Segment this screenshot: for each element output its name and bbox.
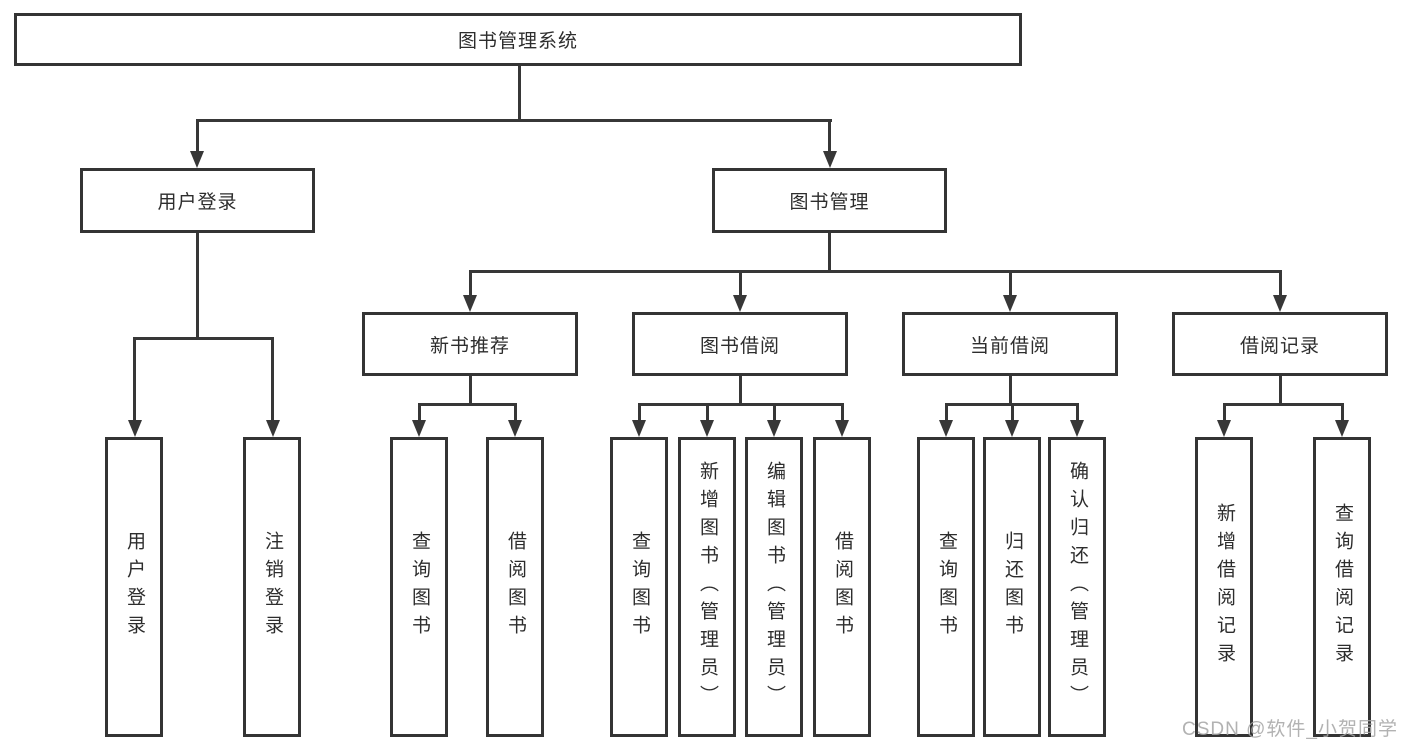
connector-root-branch — [196, 119, 832, 122]
arrow-down-icon — [128, 420, 142, 437]
connector-leaf — [841, 403, 844, 421]
connector-to-new-book — [469, 270, 472, 296]
leaf-logout: 注销登录 — [243, 437, 301, 737]
arrow-down-icon — [939, 420, 953, 437]
watermark: CSDN @软件_小贺同学 — [1182, 719, 1398, 740]
connector-book-borrow-branch — [638, 403, 844, 406]
leaf-confirm-return-admin: 确认归还（管理员） — [1048, 437, 1106, 737]
connector-leaf — [638, 403, 641, 421]
connector-leaf — [945, 403, 948, 421]
connector-root-stub — [518, 66, 521, 119]
leaf-edit-books-admin: 编辑图书（管理员） — [745, 437, 803, 737]
connector-book-mgmt-branch — [469, 270, 1282, 273]
node-current-borrow: 当前借阅 — [902, 312, 1118, 376]
connector-new-book-stub — [469, 376, 472, 403]
leaf-borrow-books: 借阅图书 — [813, 437, 871, 737]
connector-to-user-login — [196, 119, 199, 152]
node-book-mgmt: 图书管理 — [712, 168, 947, 233]
connector-leaf — [1341, 403, 1344, 421]
leaf-borrow-books-recommend: 借阅图书 — [486, 437, 544, 737]
connector-to-current-borrow — [1009, 270, 1012, 296]
connector-to-book-mgmt — [828, 119, 831, 152]
arrow-down-icon — [767, 420, 781, 437]
node-new-book-recommend: 新书推荐 — [362, 312, 578, 376]
connector-to-leaf-login — [133, 337, 136, 421]
leaf-add-books-admin: 新增图书（管理员） — [678, 437, 736, 737]
connector-user-login-stub — [196, 233, 199, 337]
arrow-down-icon — [1070, 420, 1084, 437]
connector-to-book-borrow — [739, 270, 742, 296]
connector-to-leaf-logout — [271, 337, 274, 421]
arrow-down-icon — [632, 420, 646, 437]
arrow-down-icon — [835, 420, 849, 437]
node-root: 图书管理系统 — [14, 13, 1022, 66]
connector-new-book-branch — [418, 403, 517, 406]
connector-to-borrow-records — [1279, 270, 1282, 296]
node-borrow-records: 借阅记录 — [1172, 312, 1388, 376]
connector-leaf — [1223, 403, 1226, 421]
connector-user-login-branch — [133, 337, 274, 340]
connector-leaf — [706, 403, 709, 421]
arrow-down-icon — [266, 420, 280, 437]
connector-leaf — [514, 403, 517, 421]
connector-current-borrow-stub — [1009, 376, 1012, 403]
node-book-borrow: 图书借阅 — [632, 312, 848, 376]
arrow-down-icon — [190, 151, 204, 168]
arrow-down-icon — [700, 420, 714, 437]
arrow-down-icon — [1335, 420, 1349, 437]
leaf-query-books-recommend: 查询图书 — [390, 437, 448, 737]
arrow-down-icon — [1005, 420, 1019, 437]
connector-book-mgmt-stub — [828, 233, 831, 270]
connector-book-borrow-stub — [739, 376, 742, 403]
connector-leaf — [773, 403, 776, 421]
arrow-down-icon — [508, 420, 522, 437]
connector-borrow-records-branch — [1223, 403, 1344, 406]
connector-leaf — [1011, 403, 1014, 421]
connector-borrow-records-stub — [1279, 376, 1282, 403]
arrow-down-icon — [1217, 420, 1231, 437]
leaf-add-borrow-record: 新增借阅记录 — [1195, 437, 1253, 737]
connector-leaf — [418, 403, 421, 421]
arrow-down-icon — [412, 420, 426, 437]
leaf-query-borrow-record: 查询借阅记录 — [1313, 437, 1371, 737]
leaf-query-books-borrow: 查询图书 — [610, 437, 668, 737]
arrow-down-icon — [823, 151, 837, 168]
leaf-user-login: 用户登录 — [105, 437, 163, 737]
node-user-login: 用户登录 — [80, 168, 315, 233]
arrow-down-icon — [1273, 295, 1287, 312]
arrow-down-icon — [463, 295, 477, 312]
arrow-down-icon — [1003, 295, 1017, 312]
arrow-down-icon — [733, 295, 747, 312]
leaf-return-books: 归还图书 — [983, 437, 1041, 737]
connector-leaf — [1076, 403, 1079, 421]
leaf-query-books-current: 查询图书 — [917, 437, 975, 737]
